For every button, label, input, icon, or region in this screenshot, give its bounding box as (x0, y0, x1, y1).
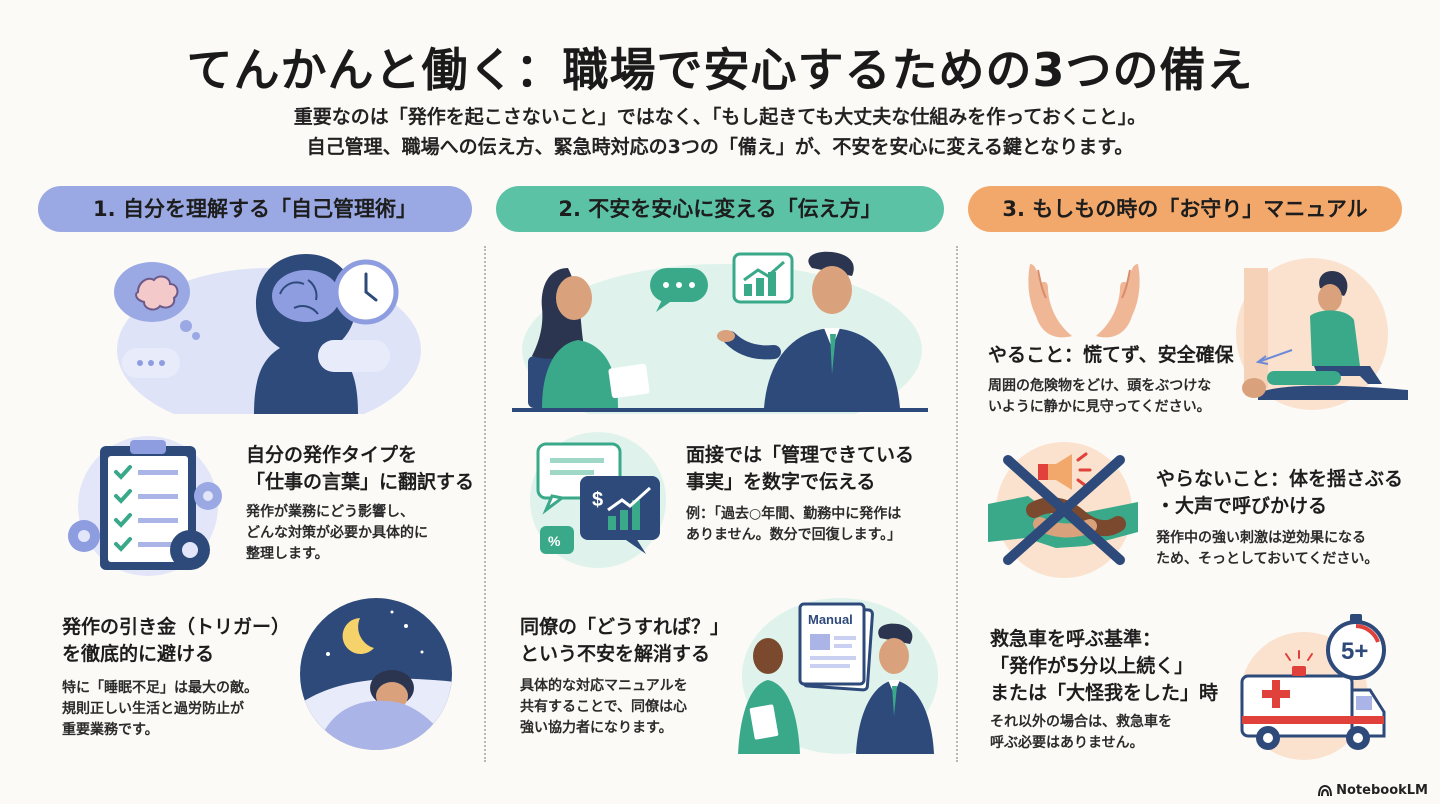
page-subtitle-line2: 自己管理、職場への伝え方、緊急時対応の3つの「備え」が、不安を安心に変える鍵とな… (306, 136, 1134, 158)
open-hands-illustration (1026, 256, 1142, 340)
timer-label: 5+ (1341, 638, 1368, 665)
col3-item1-heading: やること：慌てず、安全確保 (988, 344, 1234, 366)
manual-sharing-illustration: Manual (730, 594, 938, 754)
no-shaking-illustration (984, 440, 1144, 580)
col1-item1-heading: 自分の発作タイプを「仕事の言葉」に翻訳する (246, 444, 475, 493)
column2-title: 2. 不安を安心に変える「伝え方」 (496, 186, 944, 232)
column-divider (484, 246, 486, 762)
col2-item2-body: 具体的な対応マニュアルを共有することで、同僚は心強い協力者になります。 (520, 678, 688, 736)
data-speech-illustration: $ % (526, 430, 670, 570)
checklist-illustration (62, 432, 232, 582)
page-subtitle-line1: 重要なのは「発作を起こさないこと」ではなく、「もし起きても大丈夫な仕組みを作って… (293, 106, 1147, 128)
column-divider (956, 246, 958, 762)
first-aid-illustration (1232, 258, 1410, 414)
col2-item1-heading: 面接では「管理できている事実」を数字で伝える (686, 444, 915, 493)
col3-item3-body: それ以外の場合は、救急車を呼ぶ必要はありません。 (990, 714, 1172, 751)
column1-title: 1. 自分を理解する「自己管理術」 (38, 186, 472, 232)
col2-item2-heading: 同僚の「どうすれば？」という不安を解消する (520, 616, 730, 665)
col3-item2-heading: やらないこと：体を揺さぶる・大声で呼びかける (1156, 468, 1404, 517)
col3-item1-body: 周囲の危険物をどけ、頭をぶつけないように静かに見守ってください。 (988, 378, 1212, 415)
head-brain-illustration (104, 250, 424, 414)
col1-item2-body: 特に「睡眠不足」は最大の敵。規則正しい生活と過労防止が重要業務です。 (62, 680, 258, 738)
col2-item1-body: 例：「過去○年間、勤務中に発作はありません。数分で回復します。」 (686, 506, 902, 543)
ambulance-illustration: 5+ (1232, 612, 1392, 762)
manual-label: Manual (808, 612, 853, 627)
sleeping-person-illustration (296, 596, 456, 752)
svg-text:%: % (548, 533, 561, 549)
interview-illustration (512, 250, 928, 414)
footer-brand-text: NotebookLM (1336, 783, 1428, 798)
col3-item3-heading: 救急車を呼ぶ基準：「発作が5分以上続く」または「大怪我をした」時 (990, 628, 1219, 704)
col1-item1-body: 発作が業務にどう影響し、どんな対策が必要か具体的に整理します。 (246, 504, 428, 562)
col1-item2-heading: 発作の引き金（トリガー）を徹底的に避ける (62, 616, 291, 665)
footer-brand: NotebookLM (1318, 783, 1428, 798)
column3-title: 3. もしもの時の「お守り」マニュアル (968, 186, 1402, 232)
svg-text:$: $ (592, 489, 603, 511)
col3-item2-body: 発作中の強い刺激は逆効果になるため、そっとしておいてください。 (1156, 530, 1379, 567)
notebooklm-logo-icon (1318, 784, 1333, 796)
page-title: てんかんと働く：職場で安心するための3つの備え (186, 43, 1254, 97)
